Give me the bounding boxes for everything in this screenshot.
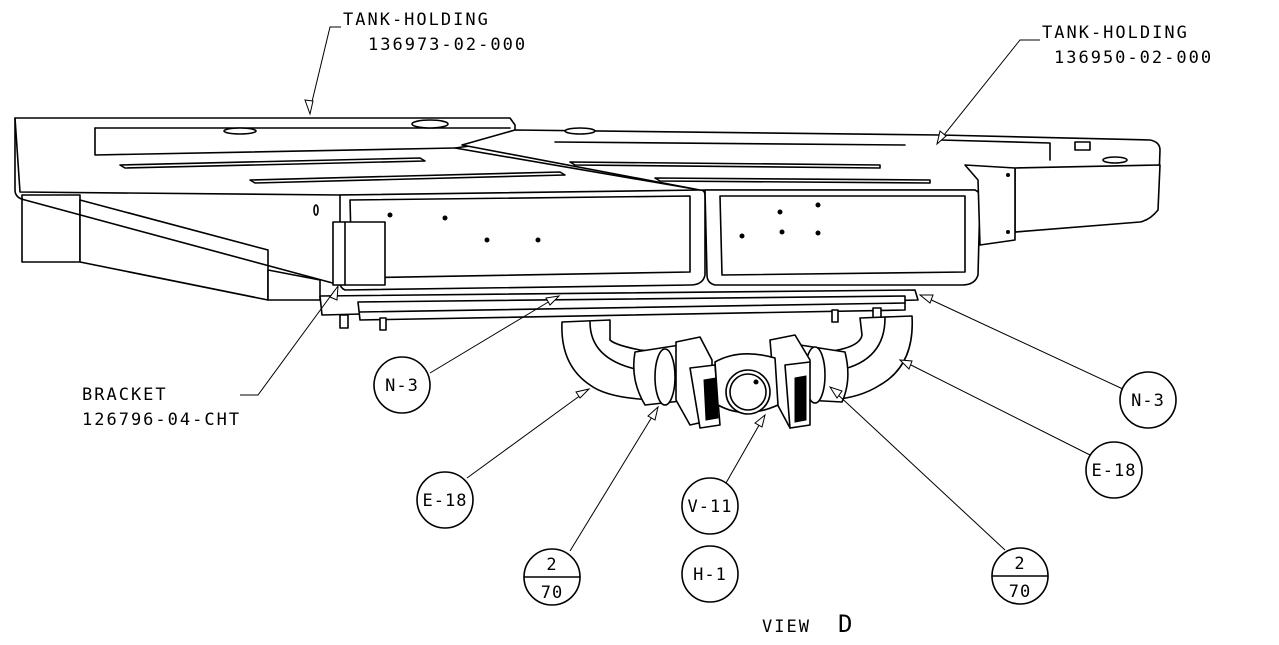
left-holding-tank xyxy=(14,117,706,301)
right-holding-tank xyxy=(461,127,1161,286)
balloon-e18-right-text: E-18 xyxy=(1092,461,1137,481)
balloon-n3-left: N-3 xyxy=(373,356,431,414)
balloon-n3-right-text: N-3 xyxy=(1131,391,1165,411)
balloon-v11: V-11 xyxy=(681,477,739,535)
bracket-name: BRACKET xyxy=(82,385,168,405)
tank-left-name: TANK-HOLDING xyxy=(343,10,490,30)
balloon-v11-text: V-11 xyxy=(688,497,733,517)
balloon-n3-left-text: N-3 xyxy=(385,376,419,396)
view-letter: D xyxy=(838,610,854,638)
balloon-split-right-bottom: 70 xyxy=(1009,582,1031,602)
balloon-split-right: 2 70 xyxy=(991,547,1049,605)
balloon-e18-left-text: E-18 xyxy=(423,491,468,511)
balloon-h1-text: H-1 xyxy=(693,565,727,585)
leader-lines xyxy=(240,26,1126,552)
tank-right-name: TANK-HOLDING xyxy=(1042,23,1189,43)
balloon-e18-right: E-18 xyxy=(1085,441,1143,499)
balloon-e18-left: E-18 xyxy=(416,471,474,529)
tank-right-part: 136950-02-000 xyxy=(1054,48,1213,68)
balloon-split-left-bottom: 70 xyxy=(541,583,563,603)
balloon-split-left-top: 2 xyxy=(546,555,557,575)
balloon-h1: H-1 xyxy=(681,545,739,603)
balloon-split-left: 2 70 xyxy=(523,548,581,606)
bracket-part: 126796-04-CHT xyxy=(82,410,241,430)
tank-left-part: 136973-02-000 xyxy=(368,35,527,55)
bracket-bar xyxy=(319,289,919,331)
balloon-split-right-top: 2 xyxy=(1014,554,1025,574)
view-label: VIEW xyxy=(762,617,811,637)
balloon-n3-right: N-3 xyxy=(1119,371,1177,429)
piping-assembly xyxy=(561,315,914,429)
